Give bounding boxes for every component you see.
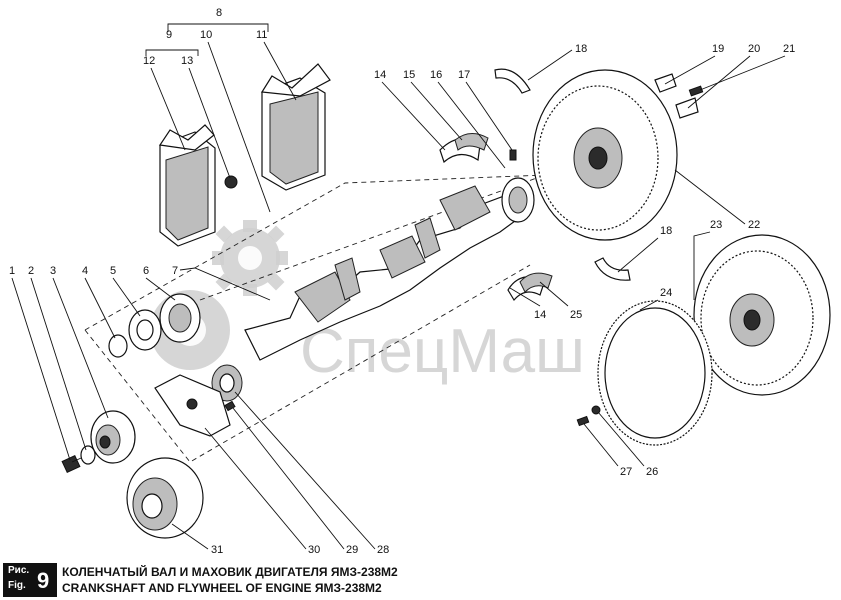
callout-label: 19: [712, 43, 724, 55]
figure-label-en: Fig.: [8, 580, 26, 591]
pin-17: [509, 149, 517, 161]
callout-label: 14: [374, 69, 386, 81]
callout-18-top: 18: [527, 43, 587, 81]
callout-6: 6: [143, 265, 176, 301]
callout-21: 21: [699, 43, 795, 91]
callout-14-bottom: 14: [509, 287, 546, 321]
callout-label: 10: [200, 29, 212, 41]
callout-13: 13: [181, 55, 231, 179]
callout-label: 8: [216, 7, 222, 19]
callout-label: 12: [143, 55, 155, 67]
callout-17: 17: [458, 69, 513, 151]
callout-label: 13: [181, 55, 193, 67]
callout-label: 6: [143, 265, 149, 277]
callout-24: 24: [639, 287, 672, 311]
callout-16: 16: [430, 69, 506, 169]
callout-label: 7: [172, 265, 178, 277]
callout-label: 23: [710, 219, 722, 231]
thrust-half-ring-18-bottom: [594, 257, 631, 281]
lock-plate-19: [654, 73, 677, 93]
key-29: [224, 400, 236, 412]
callout-23: 23: [693, 219, 722, 300]
callout-28: 28: [234, 391, 389, 556]
callout-label: 29: [346, 544, 358, 556]
callout-label: 4: [82, 265, 88, 277]
callout-label: 20: [748, 43, 760, 55]
callout-label: 21: [783, 43, 795, 55]
callout-22: 22: [674, 169, 760, 231]
washer-2: [80, 445, 96, 465]
callout-label: 2: [28, 265, 34, 277]
callout-label: 14: [534, 309, 546, 321]
callout-label: 31: [211, 544, 223, 556]
thrust-half-ring-18-top: [494, 68, 531, 94]
callout-29: 29: [232, 407, 358, 556]
callout-8: 8: [167, 7, 269, 32]
callout-label: 15: [403, 69, 415, 81]
callout-10: 10: [200, 29, 271, 213]
callout-19: 19: [664, 43, 724, 85]
callout-label: 1: [9, 265, 15, 277]
bearing-pack-11: [260, 63, 331, 191]
seal-6: [159, 293, 201, 343]
exploded-view-drawing: СпецМаш: [9, 7, 831, 556]
crankshaft-7: [244, 177, 535, 361]
bearing-pack-9: [158, 124, 216, 247]
ring-gear-24: [597, 300, 713, 446]
callout-11: 11: [256, 29, 297, 101]
callout-label: 18: [575, 43, 587, 55]
callout-4: 4: [82, 265, 116, 339]
callout-label: 30: [308, 544, 320, 556]
callout-31: 31: [171, 523, 223, 556]
callout-label: 3: [50, 265, 56, 277]
callout-15: 15: [403, 69, 463, 141]
pulley-31: [126, 457, 204, 539]
oil-thrower-5: [128, 309, 162, 351]
flywheel-23: [693, 234, 831, 396]
figure-badge: Рис. Fig. 9: [3, 563, 57, 597]
callout-25: 25: [539, 281, 582, 321]
figure-label-ru: Рис.: [8, 565, 30, 576]
callout-12: 12: [143, 55, 186, 151]
callout-27: 27: [583, 423, 632, 478]
figure-caption: Рис. Fig. 9 КОЛЕНЧАТЫЙ ВАЛ И МАХОВИК ДВИ…: [0, 561, 841, 600]
callout-label: 9: [166, 29, 172, 41]
callout-label: 28: [377, 544, 389, 556]
bolt-26-27: [576, 405, 601, 427]
callout-9: 9: [145, 29, 199, 56]
caption-title-ru: КОЛЕНЧАТЫЙ ВАЛ И МАХОВИК ДВИГАТЕЛЯ ЯМЗ-2…: [62, 565, 398, 579]
callout-2: 2: [28, 265, 87, 451]
pulley-3: [90, 410, 136, 464]
callout-label: 27: [620, 466, 632, 478]
callout-label: 22: [748, 219, 760, 231]
flywheel-22: [532, 69, 678, 241]
callout-7: 7: [172, 265, 271, 301]
bearing-shells-14-25: [507, 272, 553, 302]
callout-label: 24: [660, 287, 672, 299]
callout-14-top: 14: [374, 69, 446, 151]
watermark-text: СпецМаш: [300, 317, 585, 386]
bolt-20-21: [675, 85, 704, 119]
callout-1: 1: [9, 265, 71, 461]
caption-title-en: CRANKSHAFT AND FLYWHEEL OF ENGINE ЯМЗ-23…: [62, 581, 382, 595]
callout-label: 26: [646, 466, 658, 478]
figure-number: 9: [37, 568, 50, 593]
callout-26: 26: [597, 411, 658, 478]
callout-label: 18: [660, 225, 672, 237]
washer-4: [108, 334, 128, 358]
callout-label: 17: [458, 69, 470, 81]
callout-label: 5: [110, 265, 116, 277]
assembly-guide-lines: [84, 174, 546, 463]
callout-18-bottom: 18: [617, 225, 672, 273]
callout-3: 3: [50, 265, 109, 419]
callout-label: 16: [430, 69, 442, 81]
callout-30: 30: [204, 427, 320, 556]
counterweight-30: [154, 374, 231, 437]
callout-5: 5: [110, 265, 141, 317]
callout-label: 25: [570, 309, 582, 321]
callout-label: 11: [256, 29, 267, 41]
bolt-13: [224, 175, 238, 189]
bearing-shells-15-16: [439, 133, 489, 164]
